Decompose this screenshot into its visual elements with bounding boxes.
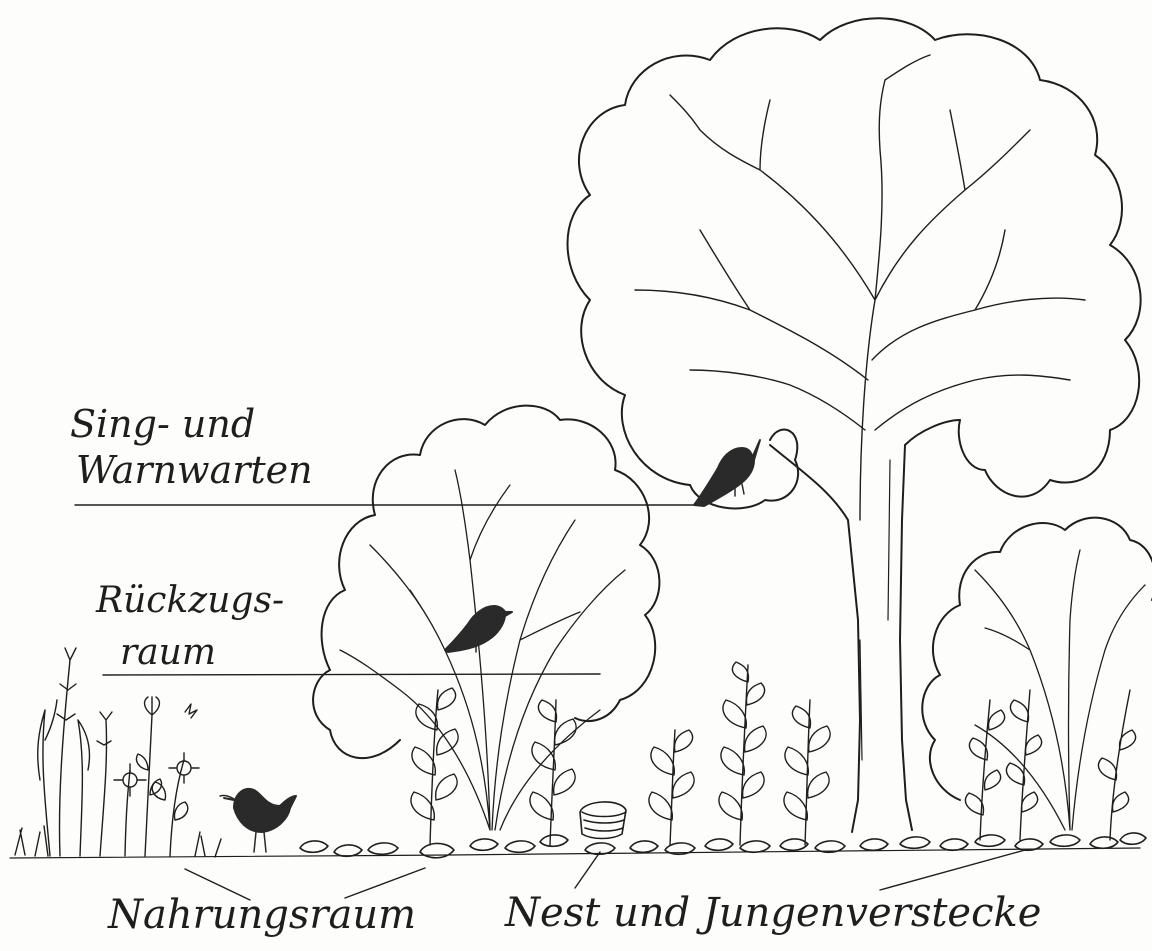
grasses-and-flowers	[15, 648, 221, 857]
label-rueckzug-line2: raum	[120, 632, 216, 673]
leafy-plants	[411, 662, 1136, 845]
right-shrub-stems	[975, 550, 1145, 830]
bird-nest	[580, 802, 626, 839]
large-tree	[568, 18, 1141, 832]
underline-rueckzug	[103, 674, 600, 675]
right-shrub	[922, 518, 1152, 830]
large-tree-branches	[635, 55, 1085, 520]
label-nest-verstecke: Nest und Jungenverstecke	[505, 890, 1041, 936]
pointer-nest-right	[880, 850, 1025, 890]
pointer-nest-left	[575, 852, 600, 888]
ground-stones	[10, 833, 1146, 858]
bird-perched	[445, 606, 512, 652]
bird-singing	[694, 440, 760, 506]
middle-shrub-stems	[340, 470, 625, 830]
label-nahrungsraum: Nahrungsraum	[108, 892, 416, 938]
label-sing-line1: Sing- und	[70, 402, 255, 446]
label-sing-line2: Warnwarten	[76, 448, 313, 492]
middle-shrub-canopy	[313, 406, 659, 759]
label-rueckzug-line1: Rückzugs-	[96, 580, 284, 621]
large-tree-trunk	[770, 445, 860, 832]
large-tree-canopy	[568, 18, 1141, 830]
bird-foraging	[220, 789, 296, 852]
